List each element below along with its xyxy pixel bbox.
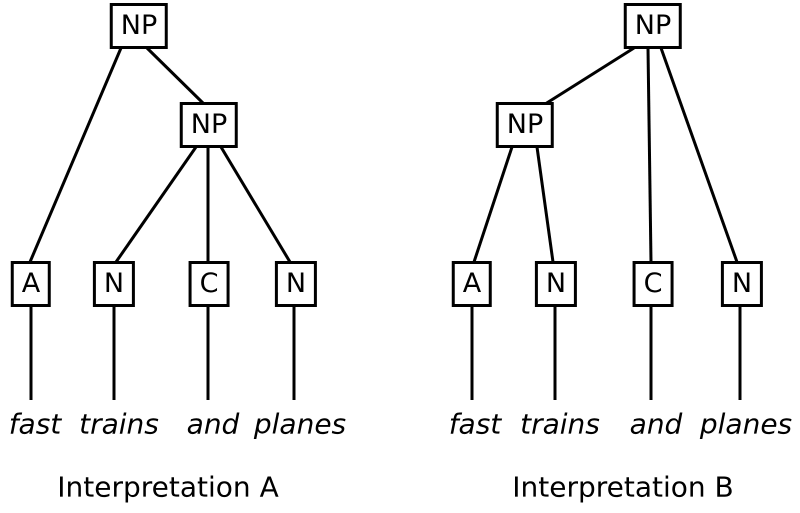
interpretation-b-node-a: A [451,261,493,307]
interpretation-a-node-c: C [188,261,230,307]
interpretation-b-node-n2: N [720,261,764,307]
interpretation-b-edge [659,47,739,263]
interpretation-b-node-n1: N [534,261,578,307]
interpretation-b-edge [646,47,653,263]
interpretation-a-edge [28,47,123,263]
interpretation-b-edge [541,46,635,108]
interpretation-a-edge [114,146,198,263]
interpretation-b-word-0: fast [448,407,502,441]
interpretation-a-word-0: fast [8,407,62,441]
interpretation-a-word-2: and [186,407,240,441]
interpretation-a-node-a: A [10,261,52,307]
interpretation-b-word-1: trains [520,407,600,441]
interpretation-a-edge [219,146,292,263]
interpretation-a-word-3: planes [253,407,347,441]
interpretation-b-node-np-root: NP [623,3,683,49]
interpretation-a-caption: Interpretation A [57,470,279,504]
interpretation-b-node-c: C [632,261,674,307]
interpretation-a-word-1: trains [79,407,159,441]
interpretation-a-node-np-inner: NP [179,102,239,148]
interpretation-a-node-np-root: NP [109,3,169,49]
interpretation-b-caption: Interpretation B [512,470,734,504]
interpretation-b-word-3: planes [699,407,793,441]
interpretation-b-edge [472,146,514,263]
interpretation-a-node-n2: N [274,261,318,307]
interpretation-a-edge [145,46,208,108]
interpretation-b-node-np-inner: NP [495,102,555,148]
interpretation-a-node-n1: N [92,261,136,307]
interpretation-b-word-2: and [629,407,683,441]
interpretation-b-edge [535,146,555,263]
